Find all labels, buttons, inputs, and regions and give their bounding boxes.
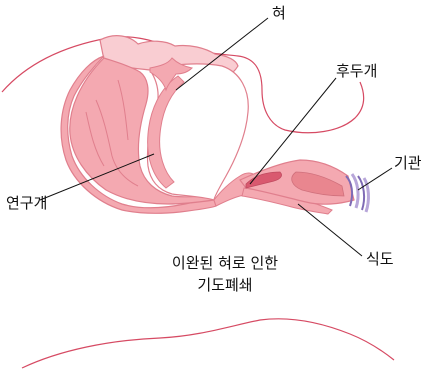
neck-contour xyxy=(22,319,394,368)
trachea-label: 기관 xyxy=(394,156,422,171)
caption-line-2: 기도폐쇄 xyxy=(135,274,315,296)
soft-palate-label: 연구개 xyxy=(6,196,47,211)
esophagus-label: 식도 xyxy=(366,252,394,267)
larynx-label: 후두개 xyxy=(336,64,377,79)
caption-line-1: 이완된 혀로 인한 xyxy=(135,252,315,274)
tongue-label: 혀 xyxy=(272,6,286,21)
caption: 이완된 혀로 인한 기도폐쇄 xyxy=(135,252,315,296)
